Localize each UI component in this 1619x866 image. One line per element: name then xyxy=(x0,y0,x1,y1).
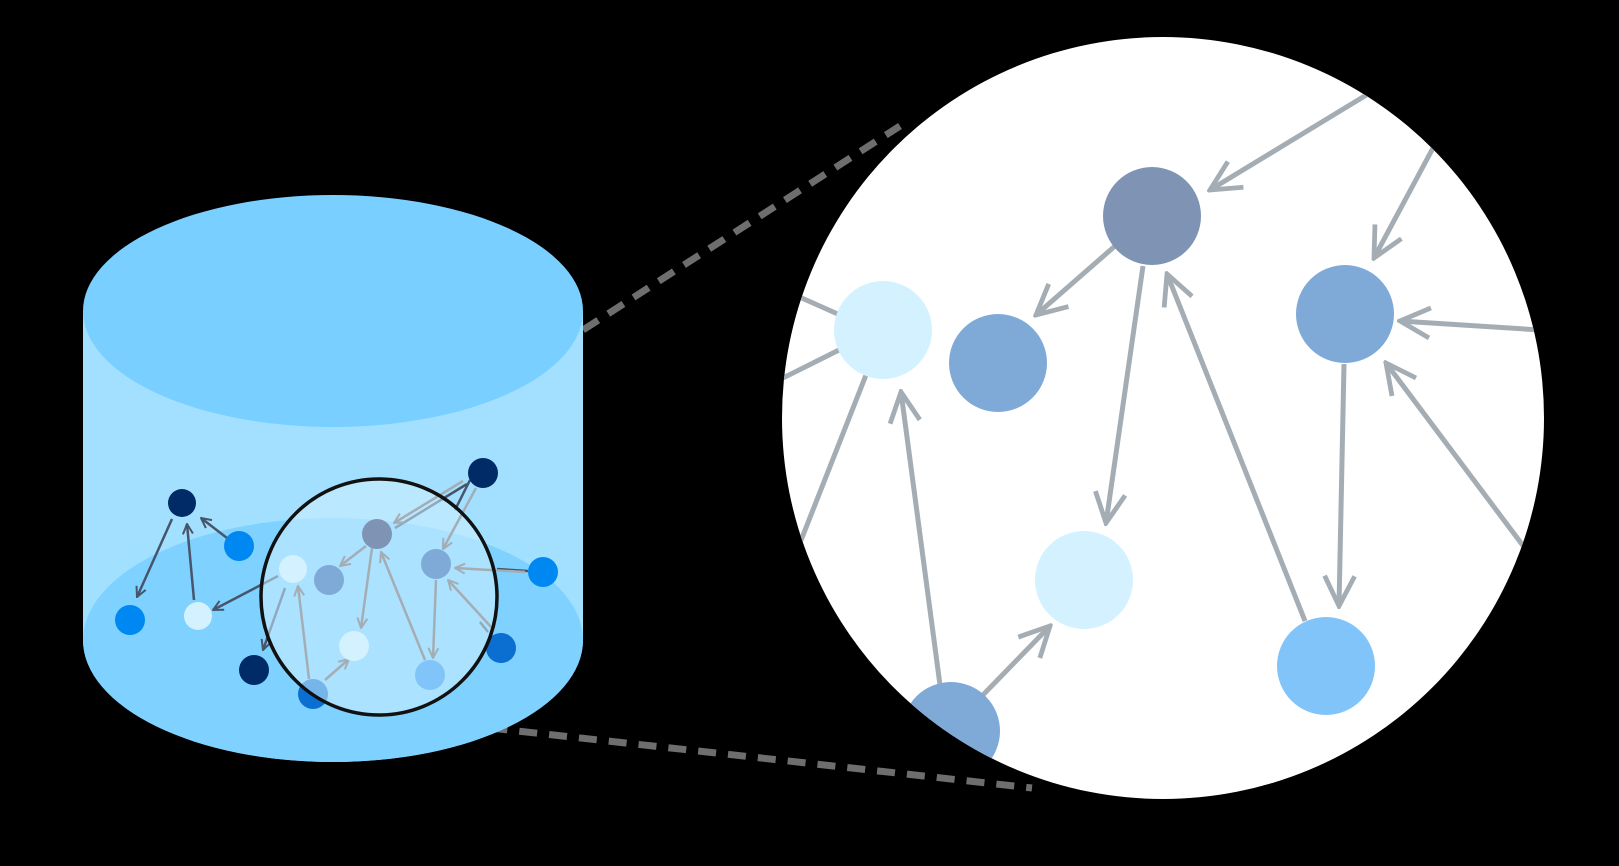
scene-graph xyxy=(115,458,558,709)
cylinder-top xyxy=(83,195,583,427)
lens-outline xyxy=(259,477,499,717)
lens-edge-8 xyxy=(448,580,493,629)
zoom-nodes xyxy=(834,167,1394,780)
node-n6 xyxy=(528,557,558,587)
edge-n1-n2 xyxy=(137,518,174,597)
node-n4 xyxy=(184,602,212,630)
zoom-edge-z6-z3 xyxy=(901,392,943,686)
zoom-node-z2 xyxy=(949,314,1047,412)
zoom-edge-in-z1 xyxy=(1210,91,1370,190)
lens-edge-5 xyxy=(381,552,427,661)
zoom-edge-z3-out-top xyxy=(793,292,842,318)
zoom-edge-z3-out-lower xyxy=(795,374,869,549)
lens-edge-4 xyxy=(361,547,374,628)
lens-edge-7 xyxy=(455,568,526,572)
zoom-content xyxy=(782,91,1541,780)
node-n14 xyxy=(339,631,369,661)
node-n8 xyxy=(486,633,516,663)
zoom-edges xyxy=(782,91,1541,700)
zoom-edge-in-z4 xyxy=(1374,146,1436,258)
node-n1 xyxy=(168,489,196,517)
node-n5 xyxy=(468,458,498,488)
zoom-edge-z3-out-left xyxy=(782,347,841,383)
edge-n4-n1 xyxy=(187,524,196,601)
magnifier-lens xyxy=(259,477,526,717)
zoom-node-z1 xyxy=(1103,167,1201,265)
node-n3 xyxy=(224,531,254,561)
zoom-node-z4 xyxy=(1296,265,1394,363)
lens-edges xyxy=(298,479,526,681)
lens-edge-2 xyxy=(441,487,478,549)
node-n15 xyxy=(415,660,445,690)
zoom-edge-z1-z2 xyxy=(1036,244,1117,315)
node-n2 xyxy=(115,605,145,635)
lens-edge-6 xyxy=(433,579,436,658)
zoom-node-z7 xyxy=(1277,617,1375,715)
zoom-edge-in-z4-right xyxy=(1400,321,1541,330)
lens-edge-3 xyxy=(340,545,367,566)
node-n11 xyxy=(314,565,344,595)
scene-nodes xyxy=(115,458,558,709)
edge-n3-n1 xyxy=(201,518,228,539)
magnifier-connector-bottom xyxy=(399,714,1033,792)
zoom-circle xyxy=(782,37,1544,799)
lens-edge-9 xyxy=(298,586,311,680)
lens-edge-1 xyxy=(394,479,464,523)
node-n13 xyxy=(421,549,451,579)
zoom-edge-in-z4-lower xyxy=(1386,363,1529,553)
zoom-node-z3 xyxy=(834,281,932,379)
zoom-node-z5 xyxy=(1035,531,1133,629)
lens-nodes xyxy=(279,519,451,690)
zoom-edge-z6-z5 xyxy=(978,626,1050,700)
zoom-edge-z4-z7 xyxy=(1339,363,1344,606)
node-n7 xyxy=(239,655,269,685)
node-n12 xyxy=(362,519,392,549)
lens-edge-10 xyxy=(324,659,349,681)
zoom-edge-z1-z5 xyxy=(1106,265,1146,523)
zoom-edge-z7-z1 xyxy=(1167,274,1308,622)
node-n10 xyxy=(279,555,307,583)
